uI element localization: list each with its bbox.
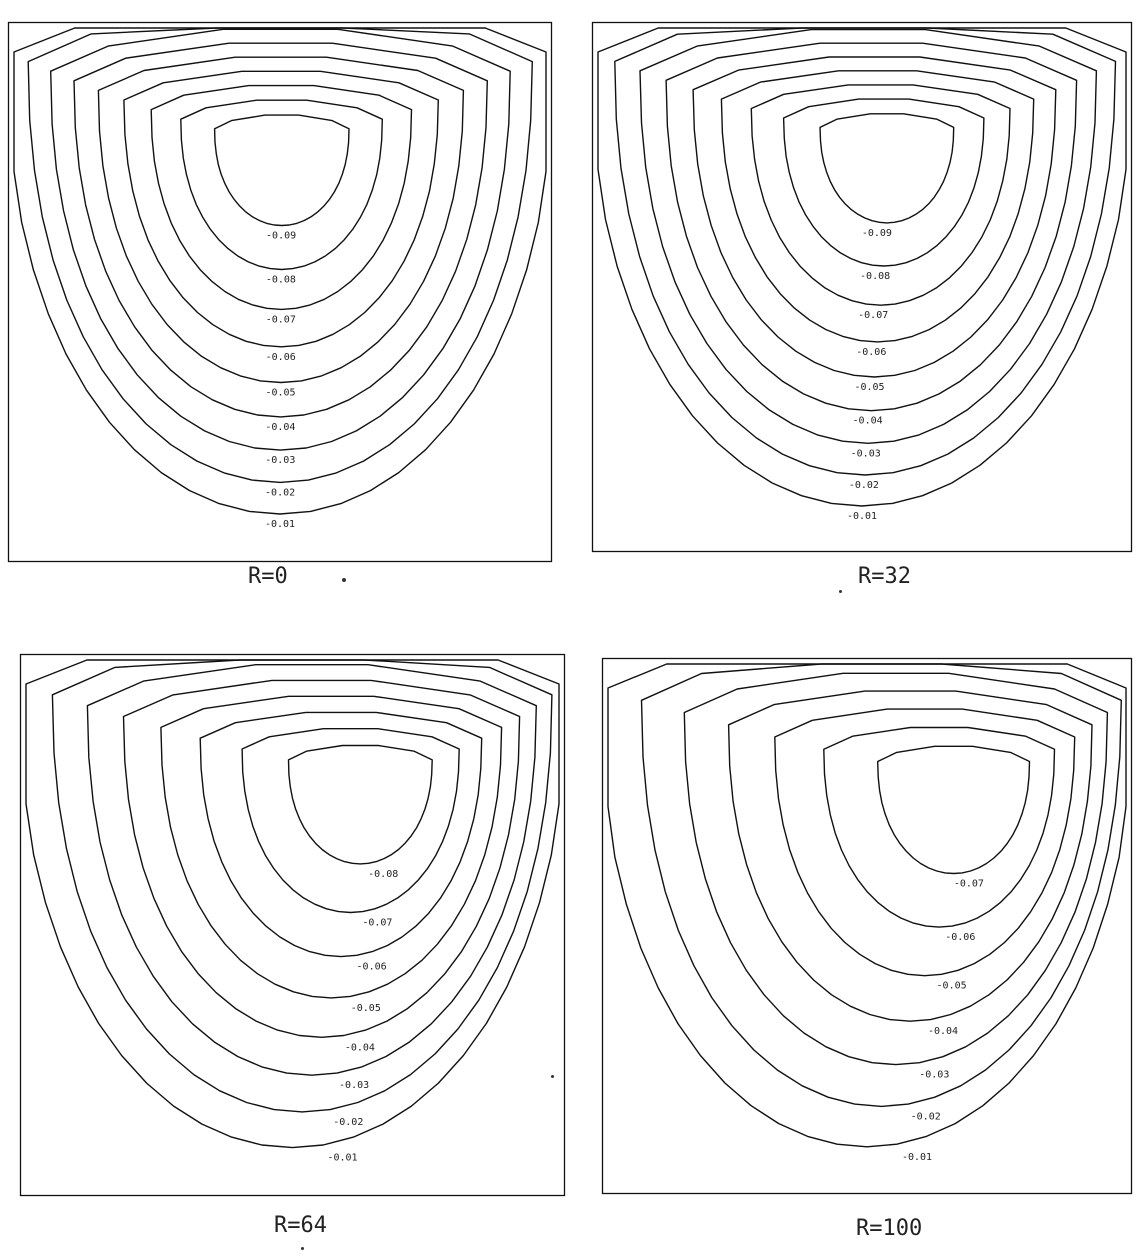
contour-plot-1: -0.09 -0.08 -0.07 -0.06 -0.05 -0.04 -0.03 -0.02…: [7, 21, 553, 563]
contour-label: -0.01: [327, 1153, 357, 1164]
contour-line--0.08: [782, 98, 985, 267]
contour-line--0.02: [614, 27, 1117, 476]
contour-line--0.03: [683, 672, 1109, 1066]
contour-label: -0.02: [911, 1111, 941, 1122]
contour-label: -0.03: [265, 455, 295, 466]
contour-line--0.06: [720, 70, 1035, 343]
contour-label: -0.09: [266, 231, 296, 242]
plot-frame: [19, 653, 566, 1197]
contour-label: -0.03: [851, 448, 881, 459]
contour-line--0.06: [199, 711, 483, 958]
contour-label: -0.01: [902, 1152, 932, 1163]
panel-caption-2: R=32: [858, 564, 911, 589]
scan-speck: [342, 578, 346, 582]
contour-label: -0.03: [339, 1080, 369, 1091]
contour-line--0.01: [607, 663, 1127, 1148]
contour-label: -0.08: [860, 271, 890, 282]
contour-label: -0.01: [847, 511, 877, 522]
contour-line--0.06: [823, 726, 1056, 928]
contour-line--0.04: [73, 42, 488, 418]
contour-label: -0.05: [351, 1003, 381, 1014]
contour-line--0.03: [50, 28, 511, 451]
contour-line--0.05: [692, 56, 1057, 378]
contour-plot-4: -0.07 -0.06 -0.05 -0.04 -0.03 -0.02 -0.01: [601, 657, 1133, 1195]
contour-label: -0.07: [858, 310, 888, 321]
contour-panel-4: -0.07 -0.06 -0.05 -0.04 -0.03 -0.02 -0.01: [601, 657, 1133, 1195]
contour-line--0.05: [160, 695, 503, 999]
contour-line--0.05: [774, 708, 1076, 977]
contour-label: -0.02: [849, 480, 879, 491]
panel-caption-1: R=0: [248, 564, 288, 589]
contour-label: -0.05: [937, 981, 967, 992]
plot-frame: [7, 21, 553, 563]
contour-panel-1: -0.09 -0.08 -0.07 -0.06 -0.05 -0.04 -0.03 -0.02…: [7, 21, 553, 563]
contour-label: -0.04: [345, 1042, 375, 1053]
contour-line--0.01: [597, 27, 1127, 507]
contour-label: -0.03: [919, 1070, 949, 1081]
contour-plot-2: -0.09 -0.08 -0.07 -0.06 -0.05 -0.04 -0.03 -0.02…: [591, 21, 1133, 553]
contour-line--0.04: [122, 679, 521, 1038]
scan-speck: [839, 590, 842, 593]
contour-panel-3: -0.08 -0.07 -0.06 -0.05 -0.04 -0.03 -0.02 -0.01: [19, 653, 566, 1197]
contour-label: -0.04: [853, 416, 883, 427]
contour-line--0.03: [86, 663, 537, 1076]
contour-line--0.02: [640, 663, 1122, 1108]
contour-plot-3: -0.08 -0.07 -0.06 -0.05 -0.04 -0.03 -0.02 -0.01: [19, 653, 566, 1197]
contour-line--0.02: [27, 27, 533, 484]
contour-label: -0.09: [862, 228, 892, 239]
contour-line--0.01: [25, 659, 560, 1149]
contour-label: -0.06: [856, 347, 886, 358]
contour-line--0.05: [97, 56, 465, 384]
contour-label: -0.07: [362, 918, 392, 929]
contour-line--0.02: [51, 659, 553, 1113]
contour-label: -0.06: [266, 352, 296, 363]
panel-caption-4: R=100: [856, 1216, 923, 1241]
contour-line--0.06: [123, 70, 439, 348]
contour-line--0.04: [665, 42, 1078, 412]
contour-line--0.08: [180, 99, 383, 271]
contour-label: -0.06: [945, 932, 975, 943]
contour-label: -0.04: [928, 1026, 958, 1037]
contour-label: -0.08: [368, 869, 398, 880]
contour-line--0.03: [639, 28, 1098, 444]
contour-line--0.01: [13, 27, 547, 515]
contour-label: -0.07: [266, 314, 296, 325]
contour-line--0.09: [819, 113, 955, 224]
contour-label: -0.01: [265, 519, 295, 530]
contour-line--0.07: [877, 745, 1031, 875]
panel-caption-3: R=64: [274, 1213, 327, 1238]
contour-label: -0.02: [265, 487, 295, 498]
plot-frame: [591, 21, 1133, 553]
contour-label: -0.02: [333, 1117, 363, 1128]
contour-label: -0.05: [854, 382, 884, 393]
contour-line--0.04: [727, 690, 1093, 1022]
contour-label: -0.08: [266, 275, 296, 286]
contour-label: -0.05: [265, 388, 295, 399]
contour-line--0.08: [287, 744, 433, 865]
contour-line--0.07: [750, 84, 1011, 306]
scan-speck: [551, 1075, 554, 1078]
contour-line--0.07: [150, 84, 413, 311]
contour-label: -0.07: [954, 879, 984, 890]
contour-panel-2: -0.09 -0.08 -0.07 -0.06 -0.05 -0.04 -0.03 -0.02…: [591, 21, 1133, 553]
scan-speck: [301, 1247, 304, 1250]
contour-line--0.09: [213, 114, 350, 227]
plot-frame: [601, 657, 1133, 1195]
contour-line--0.07: [241, 727, 460, 914]
contour-label: -0.06: [357, 962, 387, 973]
contour-label: -0.04: [265, 422, 295, 433]
